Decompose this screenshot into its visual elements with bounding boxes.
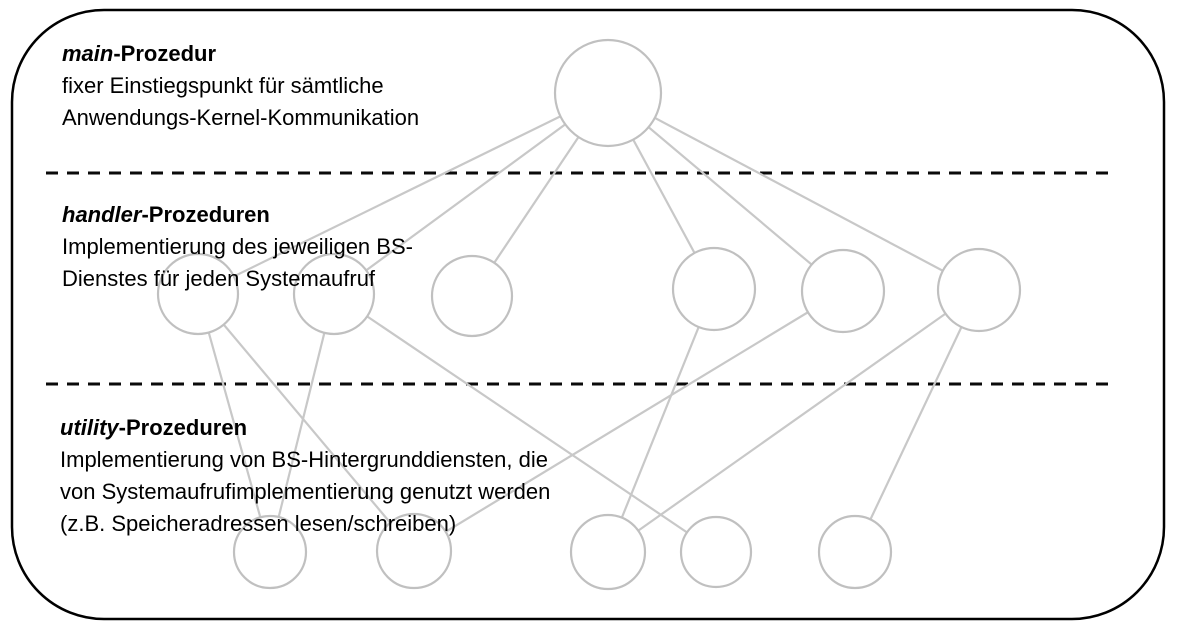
edge-h6-u3 (607, 289, 980, 553)
main-layer-desc-line: fixer Einstiegspunkt für sämtliche (62, 73, 384, 98)
main-layer-label: main-Prozedur fixer Einstiegspunkt für s… (62, 38, 419, 134)
node-u1 (232, 514, 308, 590)
call-edges (196, 92, 980, 553)
main-layer-title: main-Prozedur (62, 41, 217, 66)
node-h2 (292, 252, 376, 336)
edge-main-h2 (333, 92, 609, 295)
node-main (553, 38, 663, 148)
node-h6 (936, 247, 1022, 333)
utility-layer-title: utility-Prozeduren (60, 415, 248, 440)
handler-layer-title: handler-Prozeduren (62, 202, 270, 227)
node-u3 (569, 513, 647, 591)
edge-main-h1 (197, 92, 609, 295)
utility-layer-desc-line: Implementierung von BS-Hintergrunddienst… (60, 447, 548, 472)
handler-layer-label: handler-Prozeduren Implementierung des j… (62, 199, 413, 295)
utility-layer-label: utility-Prozeduren Implementierung von B… (60, 412, 550, 540)
edge-main-h6 (607, 92, 980, 291)
edge-h6-u5 (854, 289, 980, 553)
utility-layer-desc-line: (z.B. Speicheradressen lesen/schreiben) (60, 511, 457, 536)
edge-h1-u2 (197, 293, 415, 552)
node-h5 (800, 248, 886, 334)
edge-h1-u1 (196, 293, 272, 553)
node-u4 (679, 515, 753, 589)
node-u2 (375, 512, 453, 590)
edge-h2-u1 (268, 293, 336, 553)
node-h4 (671, 246, 757, 332)
handler-layer-desc-line: Dienstes für jeden Systemaufruf (62, 266, 376, 291)
node-h3 (430, 254, 514, 338)
edge-h2-u4 (333, 293, 717, 553)
node-u5 (817, 514, 893, 590)
edge-h5-u2 (413, 290, 844, 552)
diagram-border (10, 8, 1166, 621)
procedure-nodes (156, 38, 1022, 591)
utility-layer-desc-line: von Systemaufrufimplementierung genutzt … (60, 479, 551, 504)
handler-layer-desc-line: Implementierung des jeweiligen BS- (62, 234, 413, 259)
main-layer-desc-line: Anwendungs-Kernel-Kommunikation (62, 105, 420, 130)
edge-h4-u3 (606, 288, 716, 553)
node-h1 (156, 252, 240, 336)
